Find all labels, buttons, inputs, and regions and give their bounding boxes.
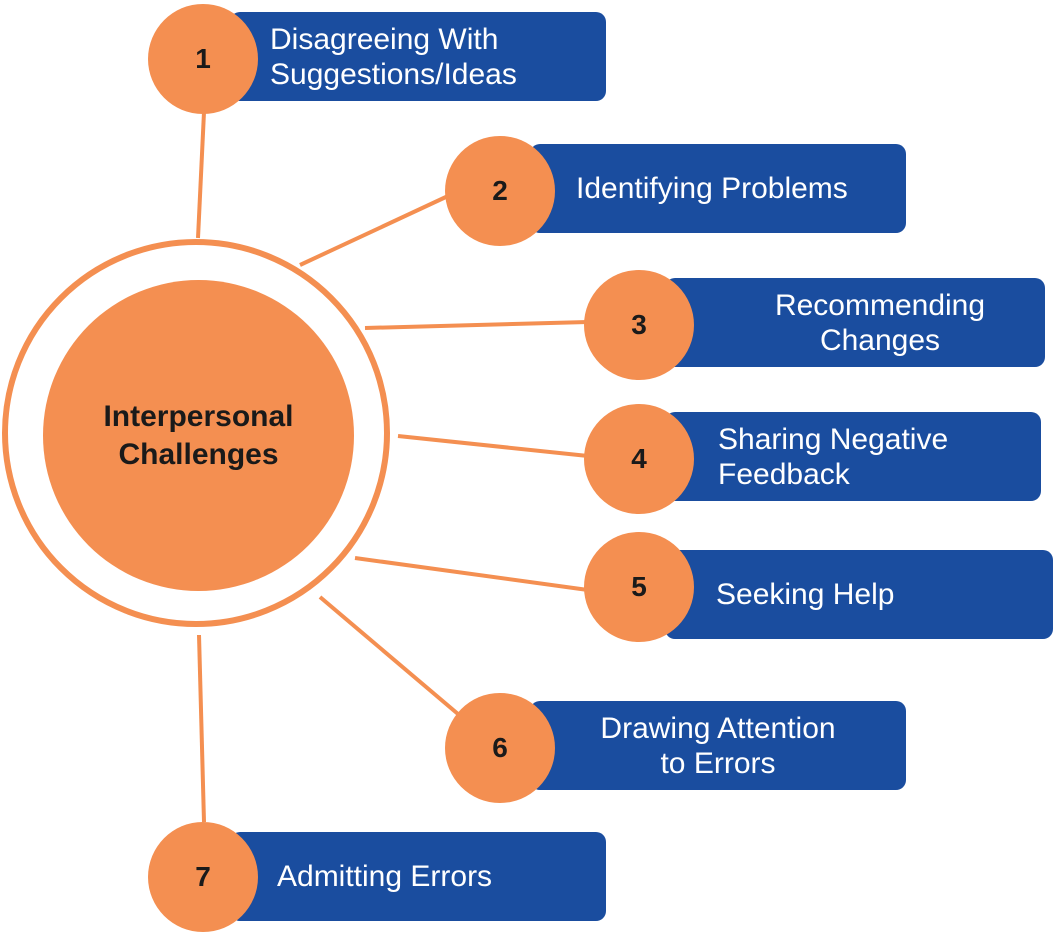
item-number-circle-1: 1: [148, 4, 258, 114]
item-label-7: Admitting Errors: [277, 860, 493, 893]
item-label-6: Drawing Attention to Errors: [600, 711, 836, 780]
center-node: Interpersonal Challenges: [43, 280, 354, 591]
connector-7: [197, 634, 206, 823]
item-number-circle-3: 3: [584, 270, 694, 380]
item-label-3: Recommending Changes: [774, 288, 986, 357]
connector-3: [364, 320, 589, 330]
connector-5: [354, 556, 589, 592]
connector-6: [318, 595, 460, 716]
item-box-6: Drawing Attention to Errors: [530, 701, 906, 790]
item-number-circle-7: 7: [148, 822, 258, 932]
connector-1: [196, 111, 206, 239]
item-label-4: Sharing Negative Feedback: [718, 422, 949, 491]
item-label-1: Disagreeing With Suggestions/Ideas: [270, 22, 517, 91]
item-label-2: Identifying Problems: [576, 172, 848, 205]
item-box-7: Admitting Errors: [230, 832, 606, 921]
connector-2: [299, 194, 449, 267]
item-box-5: Seeking Help: [665, 550, 1053, 639]
item-box-2: Identifying Problems: [530, 144, 906, 233]
item-box-3: Recommending Changes: [665, 278, 1045, 367]
item-box-4: Sharing Negative Feedback: [665, 412, 1041, 501]
item-number-circle-2: 2: [445, 136, 555, 246]
item-box-1: Disagreeing With Suggestions/Ideas: [230, 12, 606, 101]
item-label-5: Seeking Help: [716, 578, 895, 611]
center-label: Interpersonal Challenges: [103, 399, 294, 471]
connector-4: [397, 434, 589, 458]
item-number-circle-5: 5: [584, 532, 694, 642]
item-number-circle-6: 6: [445, 693, 555, 803]
item-number-circle-4: 4: [584, 404, 694, 514]
